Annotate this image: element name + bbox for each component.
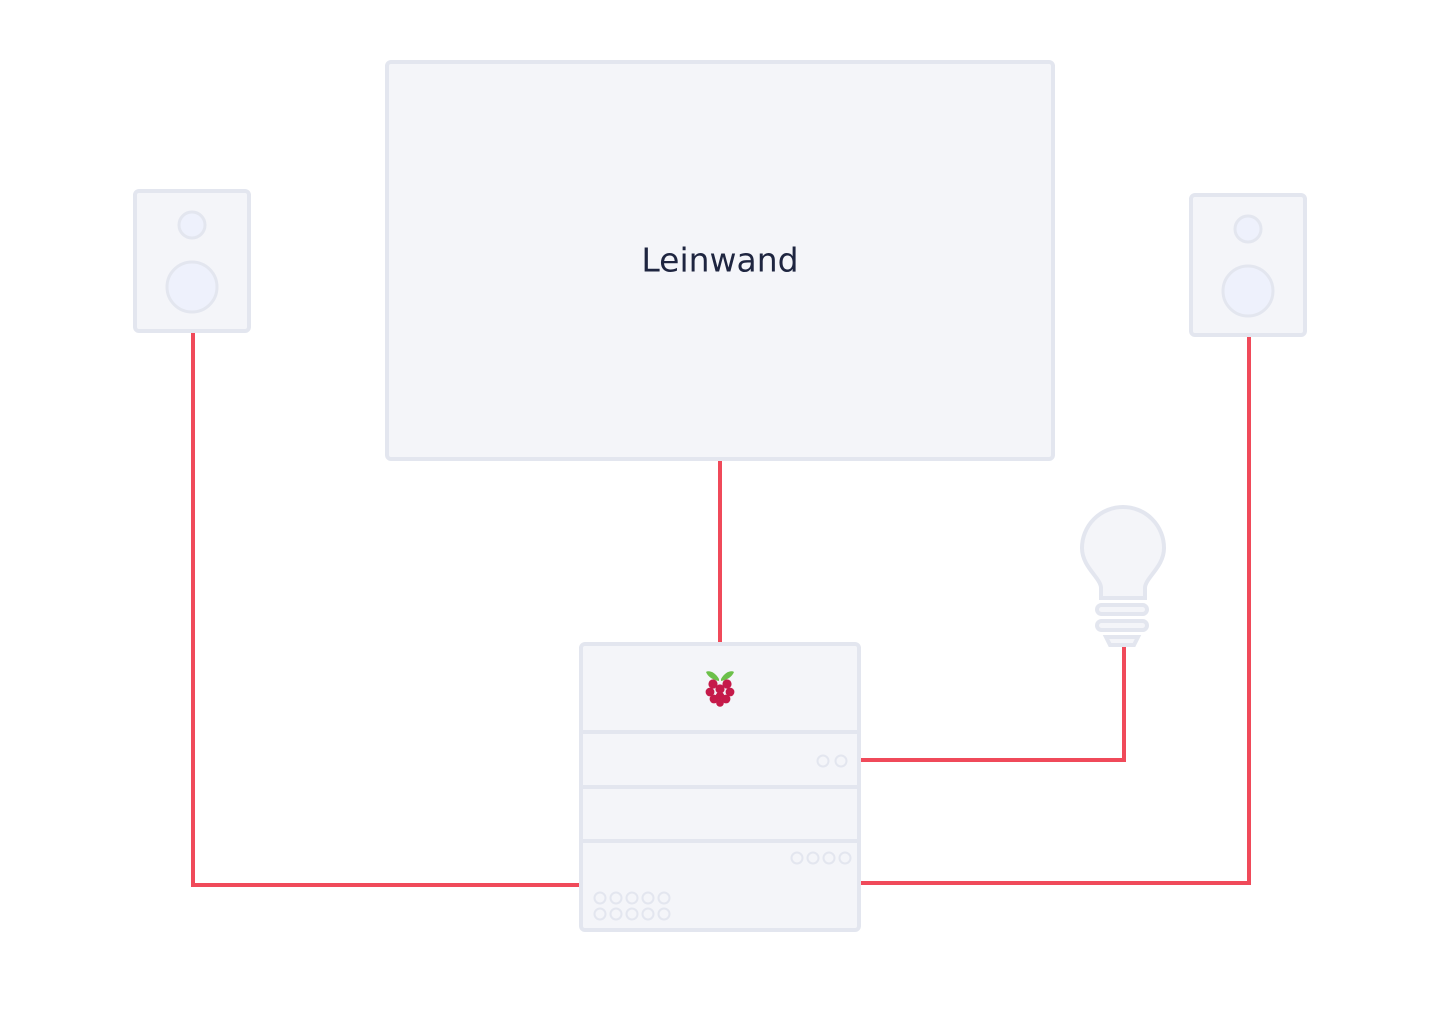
tweeter bbox=[1233, 214, 1263, 244]
cable-right-speaker-to-hub bbox=[860, 337, 1251, 885]
port-group bbox=[593, 891, 671, 921]
speaker-left-icon bbox=[133, 189, 251, 333]
raspberry-pi-icon bbox=[705, 671, 735, 707]
light-bulb-icon bbox=[1079, 505, 1167, 647]
cable-left-speaker-to-hub bbox=[191, 333, 580, 887]
projection-screen: Leinwand bbox=[385, 60, 1055, 461]
raspberry-pi-hub bbox=[579, 642, 861, 932]
woofer bbox=[1221, 264, 1275, 318]
port-group bbox=[790, 851, 852, 865]
port-group bbox=[816, 754, 848, 768]
cable-light-to-hub bbox=[860, 645, 1126, 762]
tweeter bbox=[177, 210, 207, 240]
woofer bbox=[165, 260, 219, 314]
cables bbox=[191, 333, 1251, 887]
speaker-right-icon bbox=[1189, 193, 1307, 337]
screen-label: Leinwand bbox=[641, 241, 798, 280]
